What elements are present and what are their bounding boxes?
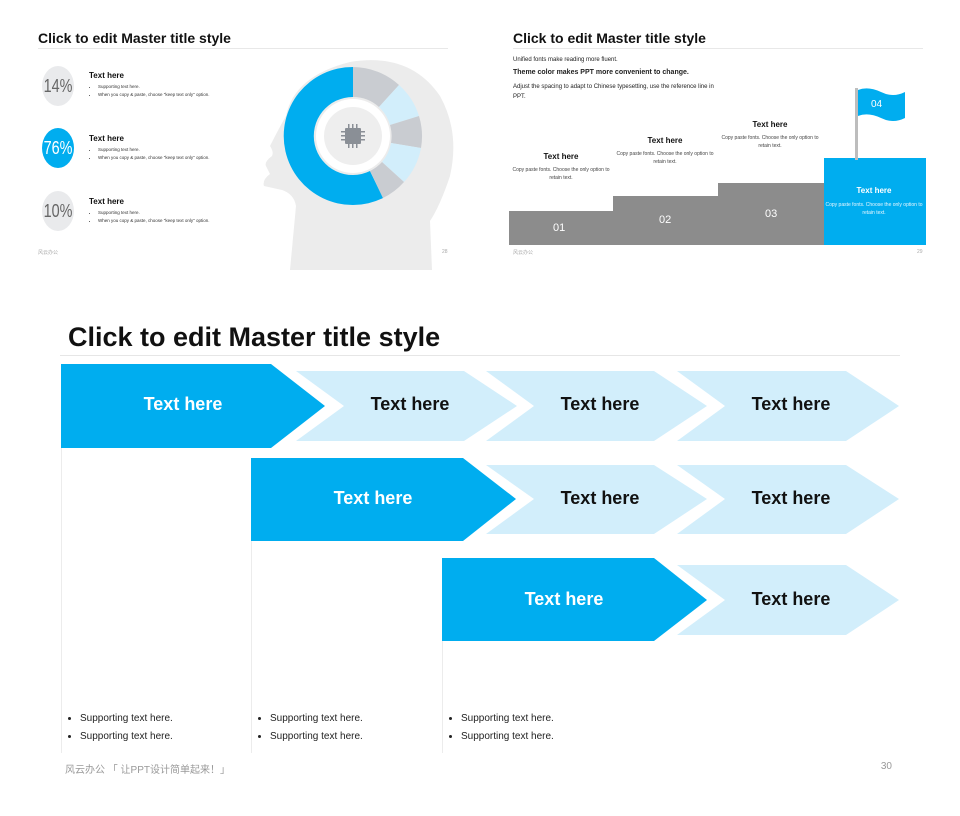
title-divider [60,355,900,356]
chevron-label: Text here [560,394,640,414]
page-number: 28 [442,249,448,255]
column-bullets: Supporting text here. Supporting text he… [256,710,450,746]
bullet: When you copy & paste, choose "keep text… [98,91,278,99]
flag-icon [855,88,905,160]
slide-title: Click to edit Master title style [68,322,441,352]
item-title: Text here [89,134,124,143]
chevron-label: Text here [751,394,831,414]
slide-title: Click to edit Master title style [38,30,231,46]
bullet: Supporting text here. [98,209,278,217]
column-bullets: Supporting text here. Supporting text he… [66,710,260,746]
donut-segment [379,85,419,125]
column-divider [61,448,62,753]
step-number: 03 [765,208,778,220]
bullet: Supporting text here. [270,728,450,746]
item-title: Text here [89,197,124,206]
slide-thumbnail-28[interactable]: Click to edit Master title style 14% Tex… [28,20,458,270]
step-bar-04 [824,158,926,245]
percent-circle: 10% [42,191,74,231]
footer-left: 风云办公 [38,250,59,256]
title-divider [38,48,448,49]
chevron-row1-3 [486,371,707,441]
donut-segment [370,162,404,198]
donut-segment [353,67,399,107]
step-title: Text here [856,186,892,195]
chevron-row2-1 [251,458,516,541]
step-desc: Copy paste fonts. Choose the only option… [616,151,714,165]
step-desc: Copy paste fonts. Choose the only option… [512,167,610,181]
bullet: When you copy & paste, choose "keep text… [98,154,278,162]
bullet: Supporting text here. [98,146,278,154]
slide-thumbnail-29[interactable]: Click to edit Master title style Unified… [503,20,933,270]
chevron-label: Text here [333,488,413,508]
percent-circle: 14% [42,66,74,106]
chevron-label: Text here [560,488,640,508]
chevron-label: Text here [751,589,831,609]
chevron-row3-2 [677,565,899,635]
item-title: Text here [89,71,124,80]
head-donut-graphic [263,60,454,270]
chevron-label: Text here [524,589,604,609]
step-number: 02 [659,214,672,226]
bullet: Supporting text here. [98,83,278,91]
percent-circle: 76% [42,128,74,168]
chevron-label: Text here [370,394,450,414]
chevron-label: Text here [751,488,831,508]
body-line: Adjust the spacing to adapt to Chinese t… [513,84,714,101]
slide-title: Click to edit Master title style [513,30,706,46]
body-line-bold: Theme color makes PPT more convenient to… [513,69,689,76]
chevron-row2-2 [486,465,707,534]
chevron-process-graphic [61,364,899,641]
step-title: Text here [543,152,579,161]
bullet: Supporting text here. [461,710,641,728]
step-number: 01 [553,222,566,234]
chevron-row1-1 [61,364,325,448]
item-bullets: Supporting text here. When you copy & pa… [91,146,278,161]
donut-segment [390,116,423,148]
step-bar-01 [509,211,614,245]
step-desc: Copy paste fonts. Choose the only option… [825,202,923,216]
step-title: Text here [647,136,683,145]
chevron-row3-1 [442,558,707,641]
column-divider [251,540,252,753]
item-bullets: Supporting text here. When you copy & pa… [91,209,278,224]
step-bar-03 [718,183,824,245]
step-number: 04 [871,99,883,110]
bullet: When you copy & paste, choose "keep text… [98,217,278,225]
step-desc: Copy paste fonts. Choose the only option… [721,135,819,149]
bullet: Supporting text here. [461,728,641,746]
step-bar-02 [613,196,719,245]
page-number: 29 [917,249,923,255]
bullet: Supporting text here. [80,728,260,746]
step-title: Text here [752,120,788,129]
chevron-row2-3 [677,465,899,534]
column-bullets: Supporting text here. Supporting text he… [447,710,641,746]
cpu-chip-icon [341,124,365,148]
title-divider [513,48,923,49]
chevron-label: Text here [143,394,223,414]
chevron-row1-4 [677,371,899,441]
column-divider [442,641,443,753]
donut-segment [382,143,421,182]
body-line: Unified fonts make reading more fluent. [513,57,618,63]
bullet: Supporting text here. [80,710,260,728]
footer-left: 风云办公 [513,250,534,256]
chevron-row1-2 [296,371,517,441]
footer-left: 风云办公 「 让PPT设计简单起来！」 [65,765,231,776]
item-bullets: Supporting text here. When you copy & pa… [91,83,278,98]
page-number: 30 [880,761,892,772]
bullet: Supporting text here. [270,710,450,728]
donut-segment-major [283,66,383,205]
slide-main-30[interactable]: Click to edit Master title style Text he… [40,300,920,790]
